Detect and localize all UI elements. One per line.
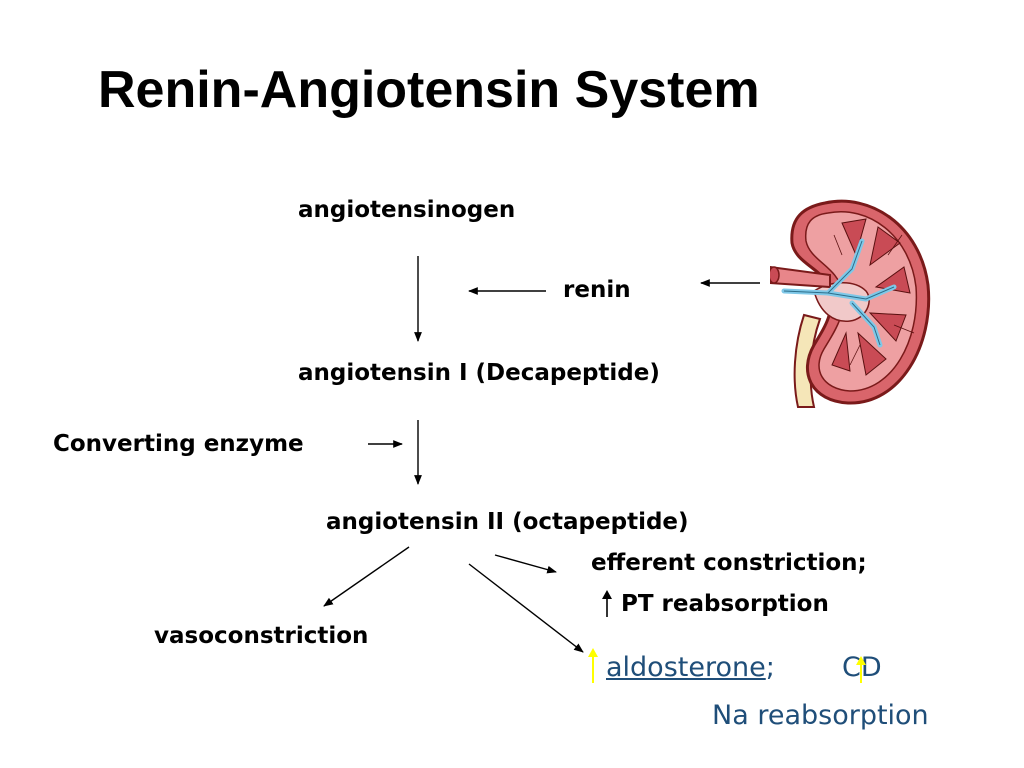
- label-converting-enzyme: Converting enzyme: [53, 431, 304, 457]
- aldosterone-line: aldosterone;: [606, 652, 775, 683]
- label-pt-reabsorption: PT reabsorption: [621, 591, 829, 617]
- label-renin: renin: [563, 277, 631, 303]
- up-arrow-icon: [588, 648, 598, 683]
- arrow-to-efferent: [494, 554, 557, 574]
- page-title: Renin-Angiotensin System: [98, 61, 760, 119]
- label-semicolon: ;: [765, 652, 775, 683]
- label-angiotensinogen: angiotensinogen: [298, 197, 516, 223]
- label-efferent-constriction: efferent constriction;: [591, 550, 867, 576]
- label-vasoconstriction: vasoconstriction: [154, 623, 369, 649]
- label-angiotensin-2: angiotensin II (octapeptide): [326, 509, 689, 535]
- label-na-reabsorption: Na reabsorption: [712, 700, 929, 731]
- up-arrow-icon: [856, 656, 866, 683]
- arrow-to-vasoconstriction: [323, 546, 410, 607]
- label-angiotensin-1: angiotensin I (Decapeptide): [298, 360, 660, 386]
- kidney-illustration: [770, 199, 931, 408]
- label-aldosterone: aldosterone: [606, 652, 766, 683]
- up-arrow-icon: [602, 590, 612, 617]
- arrow-to-aldosterone: [468, 563, 584, 653]
